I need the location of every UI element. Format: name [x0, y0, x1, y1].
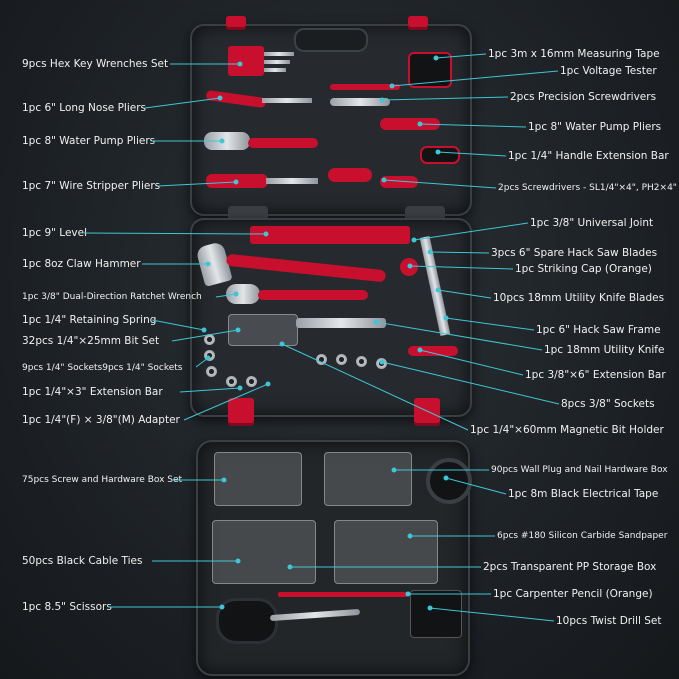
label-eighth-sockets: 8pcs 3/8" Sockets [561, 398, 655, 410]
label-level: 1pc 9" Level [22, 227, 88, 239]
label-drill-set: 10pcs Twist Drill Set [556, 615, 662, 627]
label-scissors: 1pc 8.5" Scissors [22, 601, 112, 613]
quarter-socket [206, 366, 217, 377]
ratchet-head [226, 284, 260, 304]
adjustable-wrench [330, 98, 390, 106]
wall-plug-box [324, 452, 412, 506]
label-extension-3: 1pc 1/4"×3" Extension Bar [22, 386, 163, 398]
extension-bar-6 [408, 346, 458, 356]
top-latch-left [226, 16, 246, 30]
hardware-box-set [214, 452, 302, 506]
eighth-socket [316, 354, 327, 365]
eighth-socket [336, 354, 347, 365]
ratchet-handle [258, 290, 368, 300]
label-screwdrivers: 2pcs Screwdrivers - SL1/4"×4", PH2×4" [498, 183, 677, 193]
label-quarter-sockets: 9pcs 1/4" Sockets9pcs 1/4" Sockets [22, 363, 183, 373]
label-striking-cap: 1pc Striking Cap (Orange) [515, 263, 652, 275]
label-hack-saw-frame: 1pc 6" Hack Saw Frame [536, 324, 661, 336]
quarter-socket [246, 376, 257, 387]
label-adapter: 1pc 1/4"(F) × 3/8"(M) Adapter [22, 414, 180, 426]
screwdriver-handle [328, 168, 372, 182]
label-handle-extension: 1pc 1/4" Handle Extension Bar [508, 150, 669, 162]
label-pp-box: 2pcs Transparent PP Storage Box [483, 561, 657, 573]
label-sandpaper: 6pcs #180 Silicon Carbide Sandpaper [497, 531, 668, 541]
quarter-socket [204, 334, 215, 345]
handle-extension-bar [420, 146, 460, 164]
bottom-latch-left [228, 398, 254, 426]
label-magnetic-holder: 1pc 1/4"×60mm Magnetic Bit Holder [470, 424, 664, 436]
hex-key [264, 68, 286, 72]
label-precision-screwdrivers: 2pcs Precision Screwdrivers [510, 91, 657, 103]
case-handle [294, 28, 368, 52]
bottom-latch-right [414, 398, 440, 426]
label-voltage-tester: 1pc Voltage Tester [560, 65, 657, 77]
carpenter-pencil [278, 592, 408, 597]
quarter-socket [226, 376, 237, 387]
wire-stripper-jaw [266, 178, 318, 184]
label-bit-set: 32pcs 1/4"×25mm Bit Set [22, 335, 160, 347]
measuring-tape [408, 52, 452, 88]
quarter-socket [204, 350, 215, 361]
electrical-tape [426, 458, 472, 504]
label-hardware-box: 75pcs Screw and Hardware Box Set [22, 475, 183, 485]
water-pump-pliers-head [204, 132, 250, 150]
label-universal-joint: 1pc 3/8" Universal Joint [530, 217, 654, 229]
hex-key [264, 60, 290, 64]
label-hex-keys: 9pcs Hex Key Wrenches Set [22, 58, 169, 70]
label-water-pump-pliers-left: 1pc 8" Water Pump Pliers [22, 135, 156, 147]
voltage-tester [330, 84, 400, 90]
pp-storage-box [334, 520, 438, 584]
label-hack-saw-blades: 3pcs 6" Spare Hack Saw Blades [491, 247, 658, 259]
label-ratchet: 1pc 3/8" Dual-Direction Ratchet Wrench [22, 292, 202, 302]
label-pencil: 1pc Carpenter Pencil (Orange) [493, 588, 653, 600]
eighth-socket [356, 356, 367, 367]
twist-drill-set [410, 590, 462, 638]
label-electrical-tape: 1pc 8m Black Electrical Tape [508, 488, 659, 500]
label-utility-knife: 1pc 18mm Utility Knife [544, 344, 665, 356]
label-measuring-tape: 1pc 3m x 16mm Measuring Tape [488, 48, 660, 60]
hex-key [264, 52, 294, 56]
cable-ties-box [212, 520, 316, 584]
label-wire-stripper: 1pc 7" Wire Stripper Pliers [22, 180, 161, 192]
label-claw-hammer: 1pc 8oz Claw Hammer [22, 258, 141, 270]
label-cable-ties: 50pcs Black Cable Ties [22, 555, 143, 567]
water-pump-pliers-right [380, 118, 440, 130]
water-pump-pliers-handle [248, 138, 318, 148]
scissors-handle [216, 598, 278, 644]
label-long-nose-pliers: 1pc 6" Long Nose Pliers [22, 102, 147, 114]
label-water-pump-pliers-right: 1pc 8" Water Pump Pliers [528, 121, 662, 133]
top-latch-right [408, 16, 428, 30]
level [250, 226, 410, 244]
label-retaining-spring: 1pc 1/4" Retaining Spring [22, 314, 157, 326]
screwdriver-handle [380, 176, 418, 188]
label-utility-blades: 10pcs 18mm Utility Knife Blades [493, 292, 665, 304]
hex-key-holder [228, 46, 264, 76]
utility-knife [296, 318, 386, 328]
label-extension-6: 1pc 3/8"×6" Extension Bar [525, 369, 666, 381]
label-wall-plug: 90pcs Wall Plug and Nail Hardware Box [491, 465, 668, 475]
long-nose-pliers-jaw [262, 98, 312, 103]
